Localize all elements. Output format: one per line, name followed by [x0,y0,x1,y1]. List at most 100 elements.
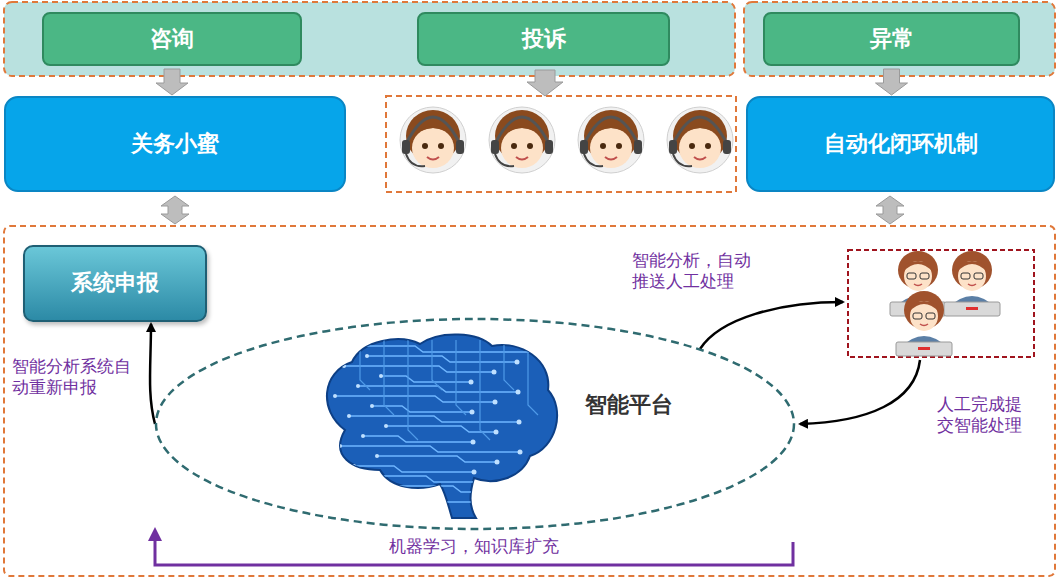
headset-band [673,117,727,144]
worker-icon [944,251,1000,316]
circuit-dot [342,364,346,368]
agent-eye [527,143,533,149]
worker-glasses [961,273,970,279]
laptop-logo [918,347,930,350]
circuit-dot [384,424,388,428]
worker-mouth [914,284,922,286]
circuit-dot [338,444,342,448]
flow-arrow [150,324,155,424]
agent-backdrop [400,107,466,173]
worker-glasses [913,313,922,319]
node-text: 系统申报 [71,270,159,296]
circuit-line [432,340,442,390]
circuit-dot [379,374,383,378]
node-text: 投诉 [522,26,566,52]
circuit-line [344,366,494,372]
circuit-dot [365,354,369,358]
agent-face [679,128,721,168]
circuit-line [384,340,394,415]
circuit-line [372,406,472,412]
agent-face [501,128,543,168]
headset-ear [580,140,588,154]
circuit-dot [333,394,337,398]
worker-fringe [957,261,987,272]
agent-icon [400,107,466,173]
worker-mouth [968,284,976,286]
circuit-line [363,436,473,442]
circuit-dot [356,384,360,388]
circuit-dot [361,434,365,438]
brain-circuits [328,340,543,505]
agent-mouth [605,157,617,160]
laptop [896,342,952,356]
circuit-dot [518,450,523,455]
circuit-dot [472,470,477,475]
brain-illustration [327,334,557,518]
circuit-dot [328,344,332,348]
agent-group-box [386,96,736,192]
agent-eye [616,143,622,149]
circuit-line [480,340,490,440]
circuit-dot [493,400,498,405]
headset-ear [545,140,553,154]
headset-mic [584,154,603,166]
headset-ear [402,140,410,154]
agent-eye [689,143,695,149]
headset-mic [673,154,692,166]
circuit-dot [370,404,374,408]
worker-face [904,261,932,291]
headset-ear [634,140,642,154]
circuit-line [331,476,521,482]
headset-ear [491,140,499,154]
worker-glasses [920,273,929,279]
circuit-line [504,340,514,390]
circuit-dot [517,420,522,425]
flow-arrow [700,302,843,349]
circuit-dot [494,430,499,435]
worker-fringe [903,261,933,272]
node-text: 智能平台 [585,392,673,418]
headset-band [584,117,638,144]
node-text: 咨询 [150,26,194,52]
agent-mouth [427,157,439,160]
circuit-dot [515,360,520,365]
agent-mouth [694,157,706,160]
agent-icon [578,107,644,173]
worker-glasses [907,273,916,279]
circuit-dot [375,454,379,458]
node-text: 关务小蜜 [131,131,219,157]
worker-face [958,261,986,291]
input-box: 咨询 [42,12,302,66]
agent-eye [705,143,711,149]
headset-ear [723,140,731,154]
circuit-dot [473,500,478,505]
gray-arrow [876,69,908,95]
circuit-dot [495,460,500,465]
circuit-line [340,446,520,452]
circuit-dot [492,370,497,375]
agent-eye [422,143,428,149]
circuit-line [381,376,471,382]
circuit-line [408,340,418,440]
circuit-dot [516,390,521,395]
laptop-logo [966,307,978,310]
agent-eye [438,143,444,149]
circuit-dot [469,380,474,385]
circuit-dot [343,494,347,498]
agent-face [590,128,632,168]
process-box: 系统申报 [23,245,207,322]
agent-icon [489,107,555,173]
circuit-line [335,396,495,402]
circuit-line [358,386,518,392]
headset-band [406,117,460,144]
headset-ear [669,140,677,154]
circuit-line [349,416,519,422]
ellipse-outline [155,318,795,530]
ellipse-outline [156,319,794,529]
circuit-dot [470,410,475,415]
circuit-dot [538,350,543,355]
circuit-line [330,346,540,352]
handler-box: 关务小蜜 [4,96,346,192]
circuit-dot [519,480,524,485]
flow-arrow [800,360,920,424]
